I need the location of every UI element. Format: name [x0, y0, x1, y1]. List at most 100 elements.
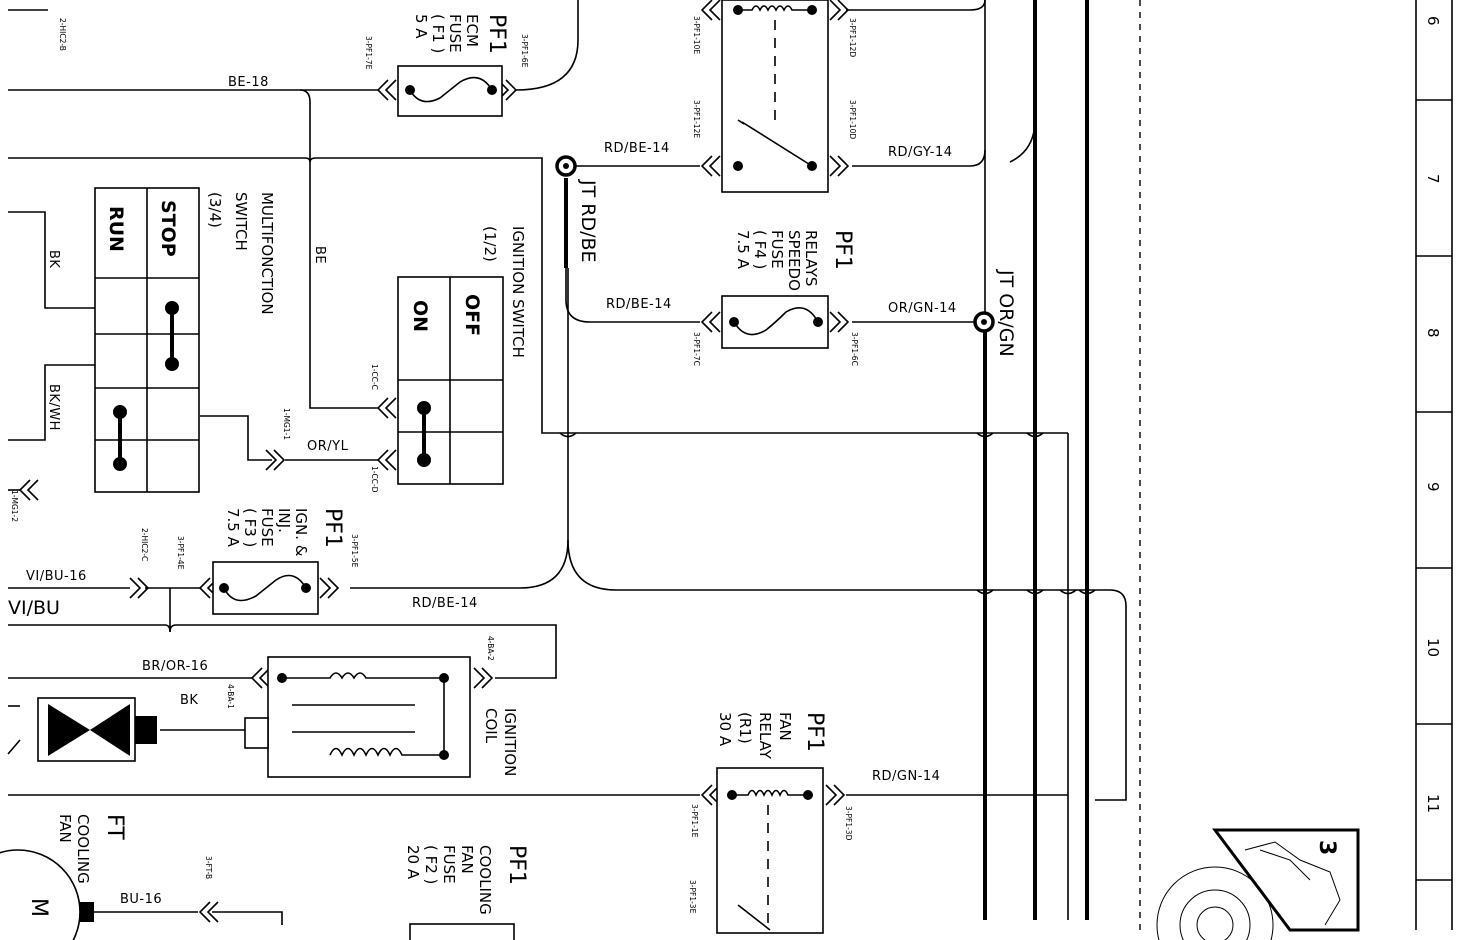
multifunction-switch: STOP RUN MULTIFONCTION SWITCH (3/4) [94, 187, 276, 493]
wire-label-rd-be-14-a: RD/BE-14 [604, 141, 670, 156]
pin-pf1-7e: 3-PF1-7E [364, 36, 373, 70]
junction-label-rd-be: JT RD/BE [577, 179, 599, 263]
ecm-fuse-line3: ( F1 ) [429, 14, 447, 53]
multifunction-line3: (3/4) [206, 192, 224, 228]
speedo-fuse-line3: FUSE [768, 230, 786, 269]
multifunction-line2: SWITCH [232, 192, 250, 251]
fan-relay-line4: 30 A [716, 712, 734, 747]
ign-fuse-id: PF1 [320, 508, 345, 548]
ignition-switch-title: IGNITION SWITCH [509, 226, 527, 358]
wire-label-rd-be-14-b: RD/BE-14 [606, 297, 672, 312]
ign-fuse-line5: 7.5 A [224, 508, 242, 548]
fan-relay-line1: FAN [776, 712, 794, 741]
page-marker-number: 3 [1314, 840, 1339, 855]
pin-pf1-6c: 3-PF1-6C [850, 332, 859, 366]
ecm-fuse-line2: FUSE [446, 14, 464, 53]
multifunction-line1: MULTIFONCTION [258, 192, 276, 315]
ign-fuse-line3: FUSE [258, 508, 276, 547]
wire-label-br-or-16: BR/OR-16 [142, 659, 208, 674]
pin-pf1-3d: 3-PF1-3D [844, 806, 853, 841]
wire-label-or-gn-14: OR/GN-14 [888, 301, 957, 316]
cooling-fan-motor: M FT COOLING FAN [0, 814, 127, 940]
coil-line2: COIL [482, 708, 500, 744]
speedo-fuse-line5: 7.5 A [734, 230, 752, 270]
ecm-fuse-id: PF1 [484, 14, 509, 54]
pin-hic2b: 2-HIC2-B [58, 18, 67, 51]
grid-ref-8: 8 [1424, 328, 1442, 338]
wire-label-vi-bu-16: VI/BU-16 [26, 569, 87, 584]
grid-reference-column: 6 7 8 9 10 11 [1415, 0, 1453, 930]
wire-be [299, 89, 378, 409]
pin-ft-b: 3-FT-B [204, 856, 213, 879]
pin-pf1-5e: 3-PF1-5E [350, 534, 359, 568]
ign-inj-fuse: PF1 IGN. & INJ. FUSE ( F3 ) 7.5 A [212, 508, 345, 615]
fan-fuse-line1: COOLING [476, 845, 494, 915]
pin-labels: 2-HIC2-B 3-PF1-7E 3-PF1-6E 3-PF1-10E 3-P… [10, 16, 859, 914]
fan-fuse-line5: 20 A [404, 845, 422, 880]
wire-label-rd-be-14-c: RD/BE-14 [412, 596, 478, 611]
ecm-fuse-line1: ECM [463, 14, 481, 47]
wire-label-or-yl: OR/YL [307, 439, 349, 454]
pin-mg1-1: 1-MG1-1 [282, 408, 291, 440]
fan-fuse-line3: FUSE [440, 845, 458, 884]
wire-label-bk-wh: BK/WH [46, 384, 61, 431]
pin-pf1-1e: 3-PF1-1E [690, 804, 699, 838]
pin-cc-d: 1-CC-D [370, 466, 379, 493]
fan-relay: PF1 FAN RELAY (R1) 30 A [716, 712, 827, 934]
wire-lines [8, 0, 1127, 925]
wire-label-rd-gn-14: RD/GN-14 [872, 769, 940, 784]
pin-ba1: 4-BA-1 [226, 684, 235, 709]
wire-label-bk-coil: BK [180, 693, 198, 708]
grid-ref-9: 9 [1424, 482, 1442, 492]
ignition-switch: OFF ON IGNITION SWITCH (1/2) [397, 226, 527, 485]
pin-pf1-10e: 3-PF1-10E [692, 16, 701, 54]
speedo-fuse-line4: ( F4 ) [751, 230, 769, 269]
wire-label-vi-bu: VI/BU [8, 597, 60, 619]
fan-fuse-id: PF1 [504, 845, 529, 885]
ign-fuse-line2: INJ. [275, 508, 293, 533]
ecm-fuse-line4: 5 A [412, 14, 430, 39]
multifunction-pos-run: RUN [105, 206, 127, 252]
fan-fuse-line2: FAN [458, 845, 476, 874]
spark-plug-symbol [7, 697, 157, 762]
ignition-pos-on: ON [409, 300, 431, 332]
pin-cc-c: 1-CC-C [370, 364, 379, 390]
page-marker: 3 [1156, 828, 1360, 940]
ignition-switch-sub: (1/2) [481, 226, 499, 262]
fan-relay-line2: RELAY [756, 712, 774, 760]
ignition-pos-off: OFF [461, 294, 483, 336]
grid-ref-6: 6 [1424, 16, 1442, 26]
fan-motor-symbol: M [26, 898, 51, 917]
junction-label-or-gn: JT OR/GN [995, 269, 1017, 357]
cooling-fan-fuse: PF1 COOLING FAN FUSE ( F2 ) 20 A [404, 845, 529, 940]
fan-relay-id: PF1 [802, 712, 827, 752]
pin-pf1-7c: 3-PF1-7C [692, 332, 701, 366]
grid-ref-10: 10 [1424, 638, 1442, 657]
ign-fuse-line4: ( F3 ) [241, 508, 259, 547]
cooling-fan-id: FT [102, 814, 127, 840]
fan-relay-line3: (R1) [736, 712, 754, 744]
pin-pf1-4e: 3-PF1-4E [176, 536, 185, 570]
pin-pf1-3e: 3-PF1-3E [688, 880, 697, 914]
speedo-fuse-line1: RELAYS [802, 230, 820, 286]
ignition-coil: IGNITION COIL [244, 656, 519, 778]
speedo-fuse-id: PF1 [830, 230, 855, 270]
relay-top [721, 0, 829, 193]
multifunction-pos-stop: STOP [157, 200, 179, 257]
pin-pf1-6e: 3-PF1-6E [520, 34, 529, 68]
pin-hic2c: 2-HIC2-C [140, 528, 149, 561]
grid-ref-11: 11 [1424, 794, 1442, 813]
wire-label-rd-gy-14: RD/GY-14 [888, 145, 952, 160]
pin-pf1-12e: 3-PF1-12E [692, 100, 701, 138]
wire-label-bu-16: BU-16 [120, 892, 162, 907]
speedo-fuse: PF1 RELAYS SPEEDO FUSE ( F4 ) 7.5 A [721, 230, 855, 349]
ign-fuse-line1: IGN. & [292, 508, 310, 557]
wire-label-be18: BE-18 [228, 75, 269, 90]
ecm-fuse: PF1 ECM FUSE ( F1 ) 5 A [397, 14, 509, 117]
speedo-fuse-line2: SPEEDO [785, 230, 803, 291]
fan-fuse-line4: ( F2 ) [422, 845, 440, 884]
pin-pf1-12d: 3-PF1-12D [848, 18, 857, 57]
wire-label-bk: BK [46, 250, 61, 268]
pin-mg1-2: 1-MG1-2 [10, 490, 19, 522]
pin-pf1-10d: 3-PF1-10D [848, 100, 857, 139]
